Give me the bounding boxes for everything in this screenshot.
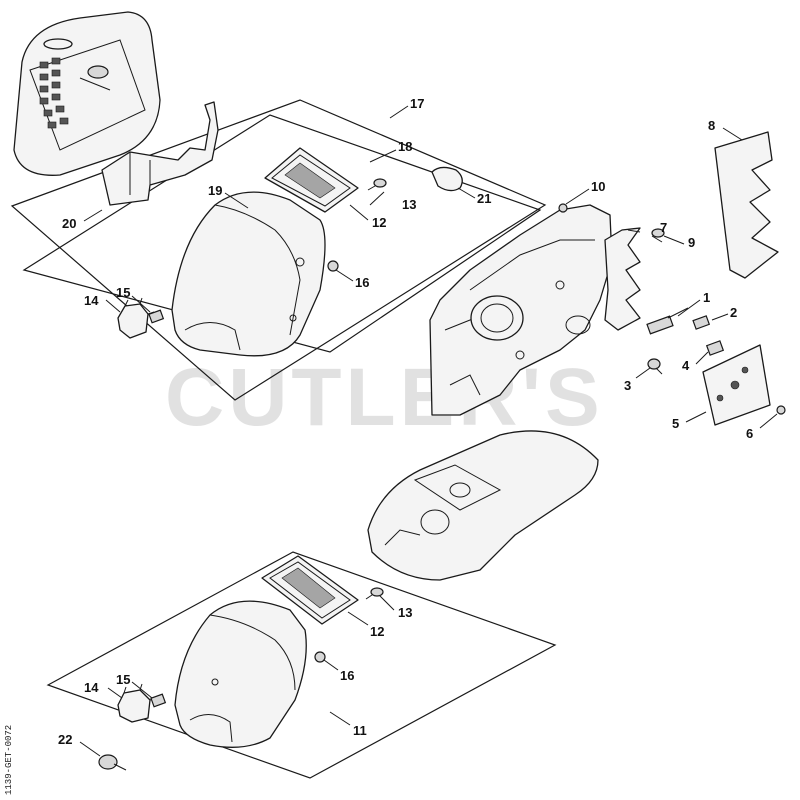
part-15-spacer-upper — [148, 309, 165, 324]
callout-18: 18 — [398, 139, 412, 154]
callout-6: 6 — [746, 426, 753, 441]
callout-2: 2 — [730, 305, 737, 320]
callout-1: 1 — [703, 290, 710, 305]
part-6 — [776, 405, 786, 415]
document-reference: 1139-GET-0072 — [4, 725, 14, 795]
part-20-bracket — [101, 101, 219, 206]
callout-14-lower: 14 — [84, 680, 99, 695]
callout-13-lower: 13 — [398, 605, 412, 620]
callout-20: 20 — [62, 216, 76, 231]
callout-4: 4 — [682, 358, 690, 373]
part-16-nut-lower — [314, 651, 326, 663]
part-21 — [431, 166, 463, 192]
part-5-plate — [702, 344, 771, 426]
part-14-knob-lower — [117, 683, 157, 723]
starter-housing — [13, 11, 161, 176]
part-10 — [558, 203, 568, 213]
crankcase — [429, 204, 613, 416]
callout-7: 7 — [660, 220, 667, 235]
callout-11: 11 — [353, 723, 367, 738]
callout-22: 22 — [58, 732, 72, 747]
part-2 — [692, 315, 711, 330]
part-8-bumper-spike — [714, 131, 779, 279]
callout-16-upper: 16 — [355, 275, 369, 290]
callout-9: 9 — [688, 235, 695, 250]
part-1-bolt — [646, 307, 689, 335]
callout-17: 17 — [410, 96, 424, 111]
callout-14-upper: 14 — [84, 293, 99, 308]
center-housing — [367, 430, 599, 581]
part-13-screw-upper — [367, 178, 387, 191]
kit-frame-17 — [10, 99, 547, 401]
callout-15-lower: 15 — [116, 672, 130, 687]
callout-21: 21 — [477, 191, 491, 206]
part-4 — [705, 340, 725, 356]
leader-lines — [79, 105, 778, 757]
callouts: 1 2 3 4 5 6 7 8 9 10 11 12 12 13 13 14 1… — [58, 96, 753, 747]
callout-15-upper: 15 — [116, 285, 130, 300]
part-9-screw — [651, 228, 665, 243]
callout-5: 5 — [672, 416, 679, 431]
part-3 — [647, 358, 663, 375]
callout-19: 19 — [208, 183, 222, 198]
callout-12-upper: 12 — [372, 215, 386, 230]
watermark: CUTLER'S — [165, 352, 604, 443]
callout-3: 3 — [624, 378, 631, 393]
part-22-screw — [98, 754, 127, 771]
callout-13-upper: 13 — [402, 197, 416, 212]
part-7-bumper-spike — [604, 227, 641, 331]
part-18-filter-upper — [264, 147, 359, 213]
callout-10: 10 — [591, 179, 605, 194]
part-15-spacer-lower — [150, 693, 167, 708]
part-11-shroud-lower — [174, 600, 307, 748]
callout-8: 8 — [708, 118, 715, 133]
callout-16-lower: 16 — [340, 668, 354, 683]
callout-12-lower: 12 — [370, 624, 384, 639]
part-16-nut-upper — [327, 260, 339, 272]
part-12-filter-lower — [261, 555, 359, 625]
part-13-screw-lower — [365, 587, 384, 600]
part-19-shroud-upper — [171, 191, 326, 357]
